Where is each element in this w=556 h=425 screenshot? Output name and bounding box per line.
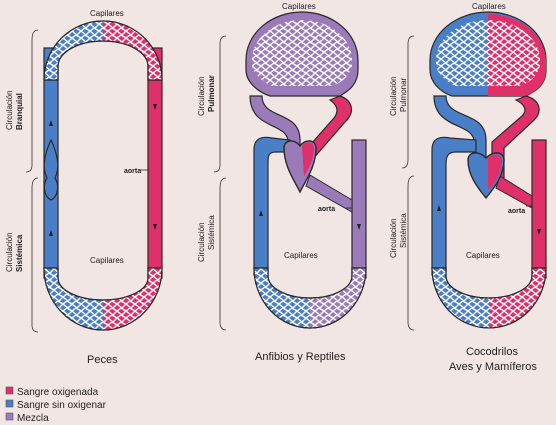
label-aorta-2: aorta [318, 206, 335, 213]
vessel-systemic-left [431, 136, 477, 276]
panel-title-2: Anfibios y Reptiles [255, 351, 346, 363]
heart-fish [43, 138, 59, 201]
panel-anfibios [213, 11, 367, 331]
label-circ-lower-1a: Circulación [5, 232, 14, 272]
vessel-systemic-right [531, 139, 547, 279]
legend-swatch-mixed [5, 412, 14, 421]
label-circ-upper-2a: Circulación [197, 76, 206, 116]
panel-title-3b: Aves y Mamíferos [449, 361, 537, 373]
legend-label-mixed: Mezcla [17, 413, 49, 424]
panel-title-3a: Cocodrilos [466, 346, 518, 358]
label-capilares-top-2: Capilares [282, 2, 316, 11]
label-circ-upper-2b: Pulmonar [207, 75, 216, 112]
vessel-systemic-left [253, 136, 291, 276]
label-circ-lower-3b: Sistémica [399, 213, 408, 248]
bracket-lower [31, 177, 39, 333]
legend-swatch-deoxygenated [5, 399, 14, 408]
label-capilares-top-3: Capilares [472, 2, 506, 11]
label-circ-upper-1b: Branquial [15, 93, 24, 130]
label-circ-upper-3a: Circulación [389, 76, 398, 116]
label-capilares-bottom-1: Capilares [90, 256, 124, 265]
label-circ-upper-3b: Pulmonar [399, 77, 408, 112]
panel-peces [25, 20, 163, 333]
legend-label-deoxygenated: Sangre sin oxigenar [17, 400, 107, 411]
label-aorta-1: aorta [124, 168, 141, 175]
legend-label-oxygenated: Sangre oxigenada [17, 387, 99, 398]
label-circ-lower-1b: Sistémica [15, 234, 24, 272]
label-circ-upper-1a: Circulación [5, 90, 14, 130]
vessel-right-red [147, 47, 163, 279]
label-capilares-bottom-2: Capilares [284, 251, 318, 260]
bracket-upper [25, 29, 39, 173]
label-capilares-top-1: Capilares [90, 9, 124, 18]
label-circ-lower-2b: Sistémica [207, 215, 216, 250]
legend-swatch-oxygenated [5, 386, 14, 395]
vessel-systemic-right [351, 139, 367, 279]
panel-mamiferos [401, 11, 547, 331]
panel-title-1: Peces [87, 354, 118, 366]
label-circ-lower-2a: Circulación [197, 222, 206, 262]
legend: Sangre oxigenada Sangre sin oxigenar Mez… [5, 386, 107, 424]
label-capilares-bottom-3: Capilares [466, 251, 500, 260]
label-circ-lower-3a: Circulación [389, 218, 398, 258]
label-aorta-3: aorta [508, 208, 525, 215]
